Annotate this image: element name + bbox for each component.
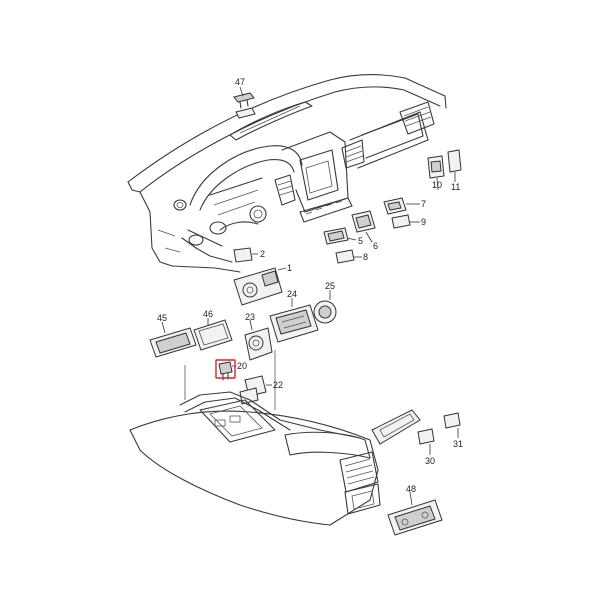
part-11-cover: [447, 149, 462, 173]
callout-8[interactable]: 8: [363, 252, 368, 262]
callout-24[interactable]: 24: [287, 289, 297, 299]
callout-46[interactable]: 46: [203, 309, 213, 319]
callout-2[interactable]: 2: [260, 249, 265, 259]
callout-23[interactable]: 23: [245, 312, 255, 322]
part-2-switch: [233, 247, 253, 263]
storage-tray: [371, 409, 421, 445]
part-20-highlight: [215, 359, 236, 379]
part-9-switch: [391, 214, 411, 229]
callout-10[interactable]: 10: [432, 180, 442, 190]
callout-11[interactable]: 11: [451, 182, 460, 192]
part-47-sensor: [233, 92, 256, 119]
callout-31[interactable]: 31: [453, 439, 463, 449]
center-console-outline: [129, 350, 381, 526]
part-5-switch: [323, 227, 349, 245]
part-22-bracket: [239, 375, 267, 405]
part-7-switch: [383, 197, 407, 215]
part-1-light-switch: [233, 267, 283, 306]
part-30-button: [417, 428, 435, 445]
callout-1[interactable]: 1: [287, 263, 292, 273]
callout-labels: 47 10 11 7 9 5 6 8 2 1 24 25 45 46 23 20…: [157, 77, 463, 494]
part-25-knob: [313, 300, 337, 324]
part-10-switch: [427, 155, 445, 179]
part-23-knob-unit: [244, 327, 273, 361]
callout-25[interactable]: 25: [325, 281, 335, 291]
callout-9[interactable]: 9: [421, 217, 426, 227]
part-48-rear-control: [387, 499, 443, 536]
callout-5[interactable]: 5: [358, 236, 363, 246]
callout-20[interactable]: 20: [237, 361, 247, 371]
callout-30[interactable]: 30: [425, 456, 435, 466]
callout-45[interactable]: 45: [157, 313, 167, 323]
part-20-switch: [218, 361, 233, 381]
dashboard-outline: [127, 74, 447, 273]
part-46-frame: [193, 319, 233, 351]
part-31-button: [443, 412, 461, 429]
callout-6[interactable]: 6: [373, 241, 378, 251]
part-8-switch: [335, 249, 355, 264]
leader-lines: [161, 86, 459, 506]
part-6-switch: [351, 210, 376, 233]
callout-7[interactable]: 7: [421, 199, 426, 209]
part-45-panel: [149, 327, 197, 358]
callout-47[interactable]: 47: [235, 77, 245, 87]
part-24-control-panel: [269, 304, 319, 343]
callout-22[interactable]: 22: [273, 380, 283, 390]
callout-48[interactable]: 48: [406, 484, 416, 494]
